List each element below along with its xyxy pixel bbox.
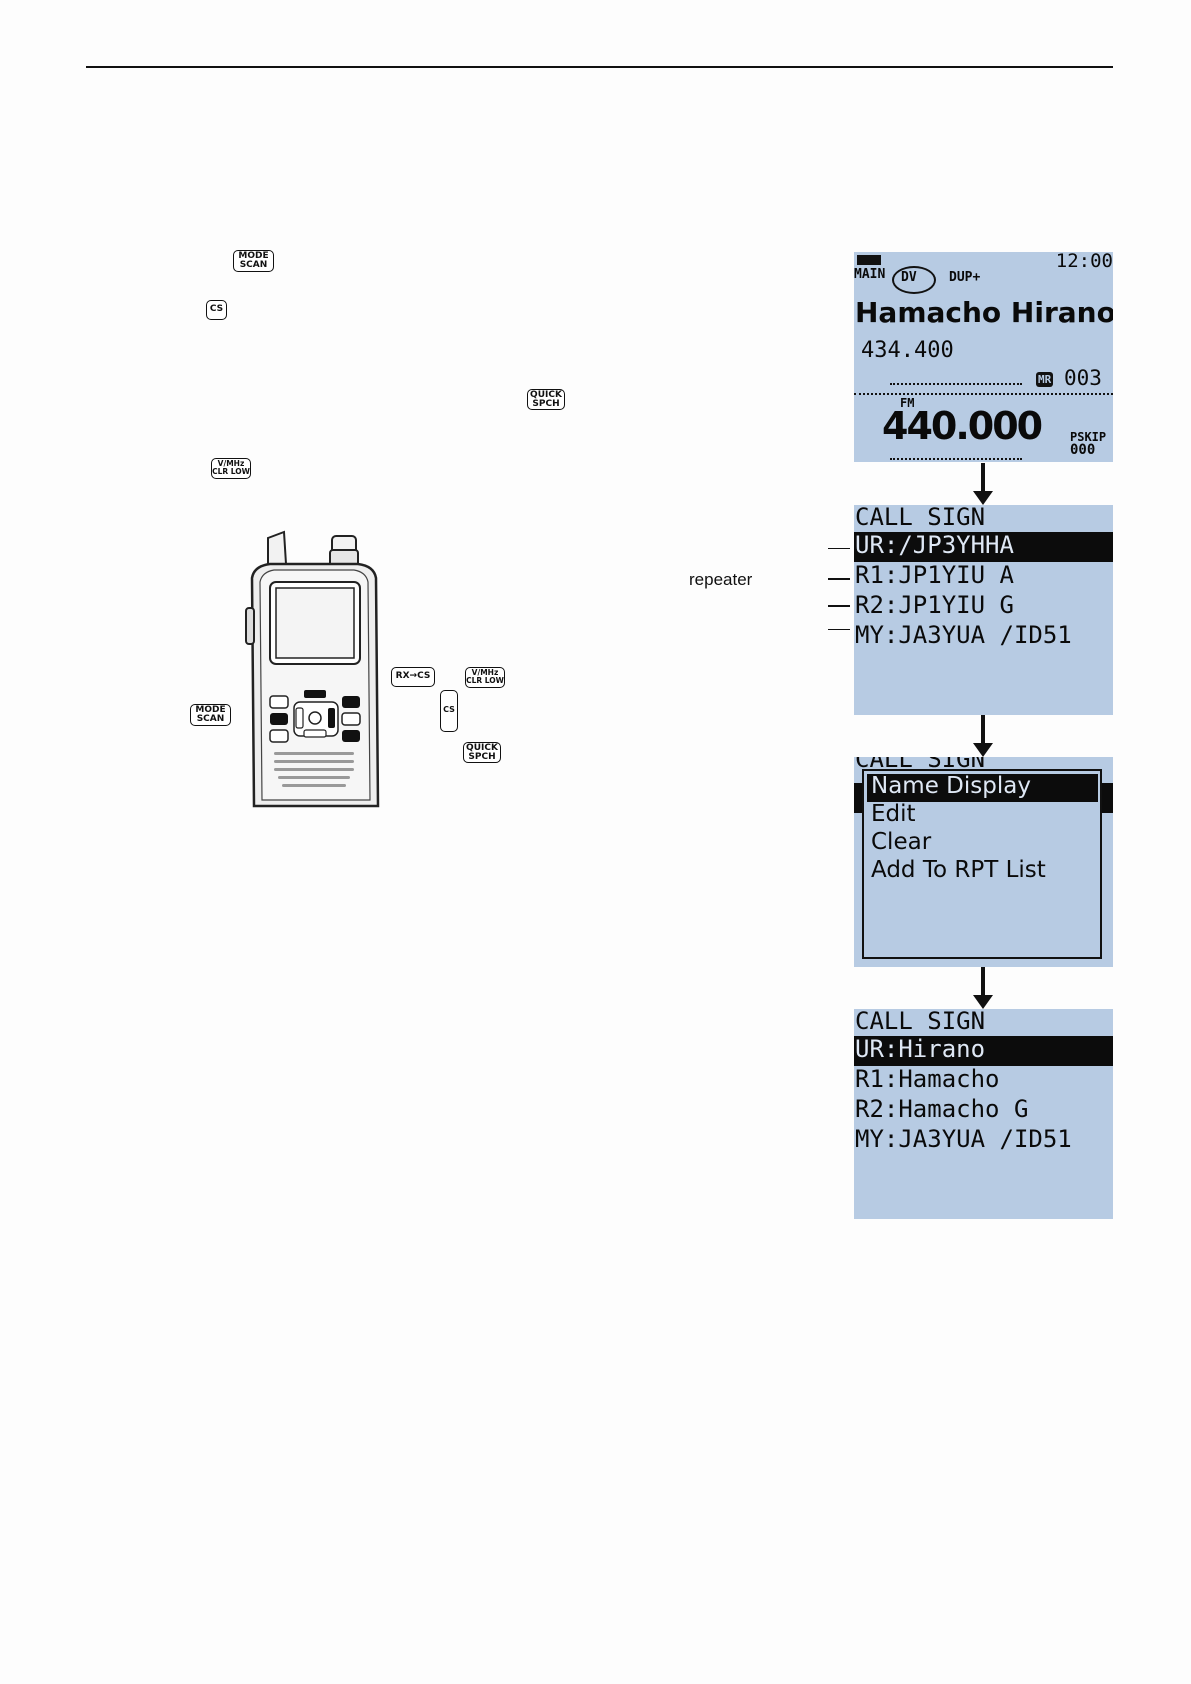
- mr-badge: MR: [1036, 372, 1054, 387]
- battery-icon: [857, 255, 881, 265]
- call-sign-row-ur[interactable]: [854, 532, 1113, 562]
- fm-indicator: FM: [900, 396, 915, 410]
- lcd-screen-menu: CALL SIGN Name Display Edit Clear Add To…: [854, 757, 1113, 967]
- signal-dots-bottom: [890, 458, 1022, 460]
- call-sign-r1[interactable]: R1:JP1YIU A: [855, 561, 1014, 589]
- arrow-down-2: [973, 715, 993, 757]
- cs-key-icon: CS: [206, 300, 227, 320]
- menu-item-highlight: [867, 774, 1098, 802]
- frequency-small: 434.400: [861, 338, 954, 363]
- lcd-screen-call-sign: CALL SIGN UR:/JP3YHHA R1:JP1YIU A R2:JP1…: [854, 505, 1113, 715]
- pskip-label: PSKIP: [1070, 430, 1107, 444]
- pskip-value: 000: [1070, 442, 1096, 458]
- header-rule: [86, 66, 1113, 68]
- screen-title: CALL SIGN: [855, 505, 986, 531]
- screen-title: CALL SIGN: [855, 1009, 986, 1035]
- rx-cs-key-icon: RX→CS: [391, 667, 435, 687]
- mode-indicator: DV: [901, 270, 917, 285]
- memory-channel: 003: [1064, 366, 1102, 390]
- main-indicator: MAIN: [854, 267, 886, 282]
- quick-menu: Name Display Edit Clear Add To RPT List: [862, 769, 1102, 959]
- call-sign-r2[interactable]: R2:JP1YIU G: [855, 591, 1014, 619]
- memory-name: Hamacho Hirano: [855, 296, 1113, 329]
- menu-item-clear[interactable]: Clear: [871, 829, 932, 855]
- call-sign-my[interactable]: MY:JA3YUA /ID51: [855, 621, 1072, 649]
- name-row-ur[interactable]: [854, 1036, 1113, 1066]
- leader-ur: [828, 548, 850, 549]
- clock: 12:00: [1055, 252, 1113, 272]
- repeater-label: repeater: [689, 570, 753, 589]
- arrow-down-1: [973, 463, 993, 505]
- dv-mode-circle: [892, 266, 936, 294]
- transceiver-illustration: [245, 530, 380, 808]
- leader-r1: [828, 578, 850, 580]
- duplex-indicator: DUP+: [949, 270, 981, 285]
- name-my[interactable]: MY:JA3YUA /ID51: [855, 1125, 1072, 1153]
- frequency-large: 440.000: [882, 404, 1043, 448]
- call-sign-ur: UR:/JP3YHHA: [855, 531, 1014, 559]
- leader-r2: [828, 605, 850, 607]
- divider-dots: [854, 393, 1113, 395]
- lcd-screen-frequency: 12:00 MAIN DV DUP+ Hamacho Hirano 434.40…: [854, 252, 1113, 462]
- leader-my: [828, 629, 850, 630]
- cs-side-key-icon: CS: [440, 690, 458, 732]
- arrow-down-3: [973, 967, 993, 1009]
- lcd-screen-name-display: CALL SIGN UR:Hirano R1:Hamacho R2:Hamach…: [854, 1009, 1113, 1219]
- name-r1[interactable]: R1:Hamacho: [855, 1065, 1000, 1093]
- signal-dots: [890, 383, 1022, 385]
- name-r2[interactable]: R2:Hamacho G: [855, 1095, 1029, 1123]
- menu-item-add-to-rpt-list[interactable]: Add To RPT List: [871, 857, 1046, 883]
- name-ur: UR:Hirano: [855, 1035, 986, 1063]
- menu-item-edit[interactable]: Edit: [871, 801, 916, 827]
- menu-item-name-display[interactable]: Name Display: [871, 773, 1031, 799]
